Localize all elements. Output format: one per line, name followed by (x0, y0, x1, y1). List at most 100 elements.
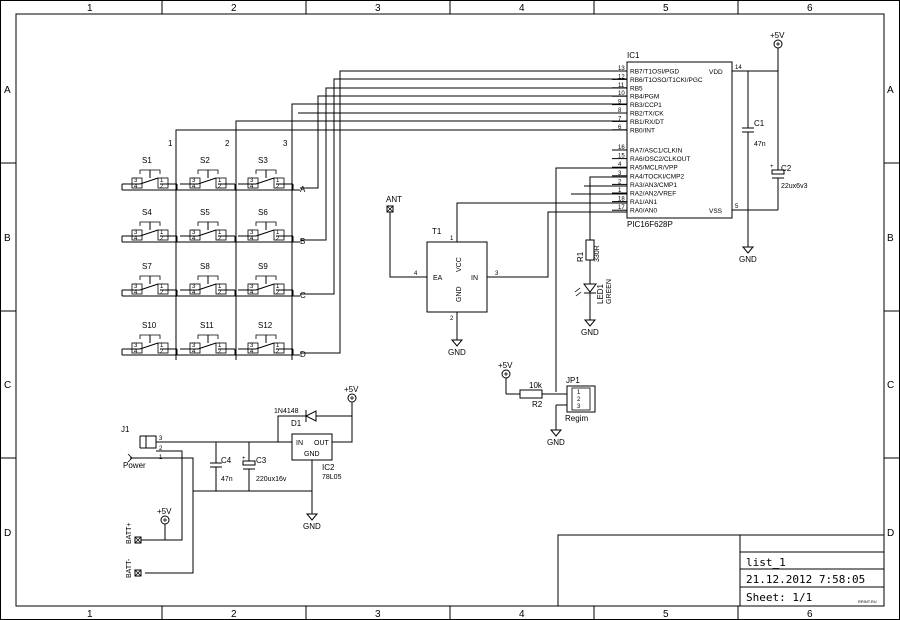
frame-col-top-5: 5 (663, 3, 669, 14)
vcc-symbol-ic2: +5V (344, 385, 359, 403)
t1-pin-in: 3 (495, 271, 499, 277)
ic1-pin-name-3: RA4/TOCKI/CMP2 (630, 173, 684, 180)
switch-pin-4: 4 (250, 184, 254, 190)
switch-pin-1: 1 (160, 178, 164, 184)
ic1-pin-name-18: RA1/AN1 (630, 199, 657, 206)
c3-ref: C3 (256, 456, 267, 465)
ic1-pin-num-9: 9 (618, 100, 622, 106)
keypad-bus-wiring: 1 2 3 (168, 70, 627, 354)
ic1-vdd-name: VDD (709, 69, 723, 76)
vcc-symbol-ic1: +5V (770, 31, 785, 49)
keypad-row-label-A: A (300, 185, 306, 194)
ic1-vdd-num: 14 (735, 65, 742, 71)
gnd-symbol-led: GND (581, 319, 599, 337)
gnd-symbol-t1-label: GND (448, 348, 466, 357)
frame-col-bottom-5: 5 (663, 609, 669, 620)
title-date: 21.12.2012 7:58:05 (746, 573, 865, 586)
switch-pin-2: 2 (276, 184, 280, 190)
switch-pin-4: 4 (250, 349, 254, 355)
jp1-pin-2: 2 (577, 397, 581, 403)
d1-value: 1N4148 (274, 408, 299, 415)
ic1-pin-num-17: 17 (618, 205, 625, 211)
ic1-ref: IC1 (627, 51, 640, 60)
frame-col-top-6: 6 (807, 3, 813, 14)
switch-pin-4: 4 (134, 290, 138, 296)
c1-ref: C1 (754, 119, 765, 128)
frame-row-right-A: A (887, 85, 894, 96)
switch-pin-3: 3 (134, 343, 138, 349)
frame-col-top-4: 4 (519, 3, 525, 14)
t1-ea: EA (433, 275, 443, 282)
switch-pin-1: 1 (218, 230, 222, 236)
ic2-gnd: GND (304, 451, 320, 458)
switch-pin-3: 3 (192, 343, 196, 349)
switch-ref-S2: S2 (200, 156, 210, 165)
ic1-pin-name-2: RA3/AN3/CMP1 (630, 182, 677, 189)
ic1-pin-name-17: RA0/AN0 (630, 208, 657, 215)
title-sheet-number: Sheet: 1/1 (746, 591, 812, 604)
ic1-pin-num-6: 6 (618, 125, 622, 131)
switch-ref-S8: S8 (200, 262, 210, 271)
ic1-pin-name-8: RB2/TX/CK (630, 111, 664, 118)
switch-ref-S9: S9 (258, 262, 268, 271)
switch-pin-4: 4 (134, 236, 138, 242)
frame-row-right-B: B (887, 233, 894, 244)
ic1-pin-num-18: 18 (618, 197, 625, 203)
ic1-pin-name-4: RA5/MCLR/VPP (630, 165, 678, 172)
t1-gnd: GND (456, 286, 463, 302)
led1-value: GREEN (606, 279, 613, 304)
r1-value: 330R (594, 245, 601, 262)
frame-row-left-B: B (4, 233, 11, 244)
c2-plus: + (770, 164, 774, 170)
gnd-symbol-jp1: GND (547, 429, 565, 447)
switch-pin-4: 4 (192, 290, 196, 296)
switch-pin-2: 2 (160, 184, 164, 190)
switch-pin-3: 3 (134, 284, 138, 290)
batt-plus-label: BATT+ (126, 523, 133, 544)
c4-value: 47n (221, 476, 233, 483)
ic1-pin-num-11: 11 (618, 83, 625, 89)
switch-pin-3: 3 (134, 230, 138, 236)
switch-pin-4: 4 (192, 184, 196, 190)
led-and-jumper-nets: R1 330R LED1 GREEN (555, 167, 627, 392)
switch-pin-1: 1 (276, 284, 280, 290)
ant-label: ANT (386, 195, 402, 204)
switch-pin-3: 3 (250, 178, 254, 184)
c3-plus: + (242, 456, 246, 462)
ic1-value: PIC16F628P (627, 220, 673, 229)
switch-pin-2: 2 (276, 236, 280, 242)
switch-pin-4: 4 (134, 349, 138, 355)
switch-pin-4: 4 (192, 236, 196, 242)
ic1-pin-num-1: 1 (618, 188, 622, 194)
ic1-pin-num-3: 3 (618, 171, 622, 177)
switch-pin-3: 3 (192, 178, 196, 184)
switch-pin-1: 1 (276, 343, 280, 349)
jp1-ref: JP1 (566, 376, 580, 385)
switch-pin-1: 1 (160, 343, 164, 349)
ic1-pin-num-4: 4 (618, 162, 622, 168)
frame-col-bottom-1: 1 (87, 609, 93, 620)
keypad-col-label-3: 3 (283, 139, 288, 148)
switch-pin-1: 1 (218, 284, 222, 290)
ic1-pin-name-13: RB7/T1OSI/PGD (630, 69, 679, 76)
ic1-vss-num: 5 (735, 204, 739, 210)
supply-decoupling: C1 47n + C2 22ux6v3 (742, 48, 808, 247)
ic1-pin-name-6: RB0/INT (630, 127, 655, 134)
ic1-pin-name-9: RB3/CCP1 (630, 102, 662, 109)
switch-pin-4: 4 (192, 349, 196, 355)
jp1-label: Regim (565, 414, 588, 423)
j1-label: Power (123, 461, 146, 470)
switch-pin-2: 2 (160, 349, 164, 355)
gnd-symbol-ic1-label: GND (739, 255, 757, 264)
switch-pin-1: 1 (160, 284, 164, 290)
